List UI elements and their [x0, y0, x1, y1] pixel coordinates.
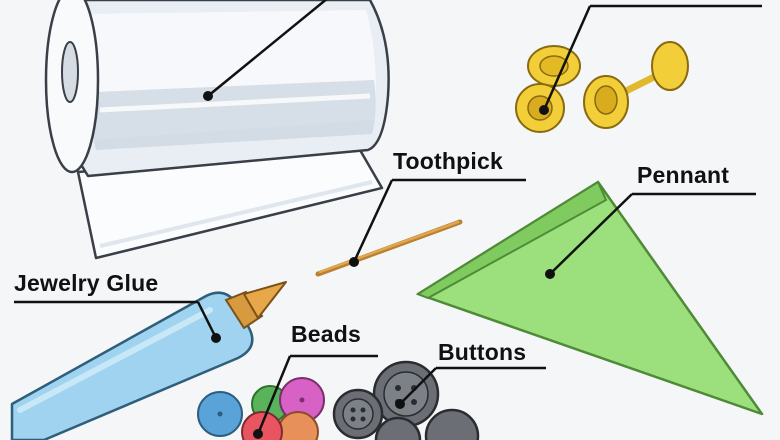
pennant-label: Pennant: [637, 162, 730, 188]
toothpick-label: Toothpick: [393, 148, 503, 174]
jewelry-glue-tube-icon: [10, 281, 287, 440]
plastic-wrap-roll-icon: [44, 0, 390, 260]
beads-icon: [197, 354, 378, 440]
pennant-icon: [415, 180, 764, 416]
buttons-label: Buttons: [438, 339, 527, 365]
plastic-wrap-leader-line: [207, 0, 328, 97]
toothpick-icon: [315, 178, 526, 277]
jewelry-glue-label: Jewelry Glue: [14, 270, 159, 296]
buttons-icon: [332, 360, 546, 440]
beads-label: Beads: [291, 321, 362, 347]
earring-studs-icon: [515, 4, 762, 133]
